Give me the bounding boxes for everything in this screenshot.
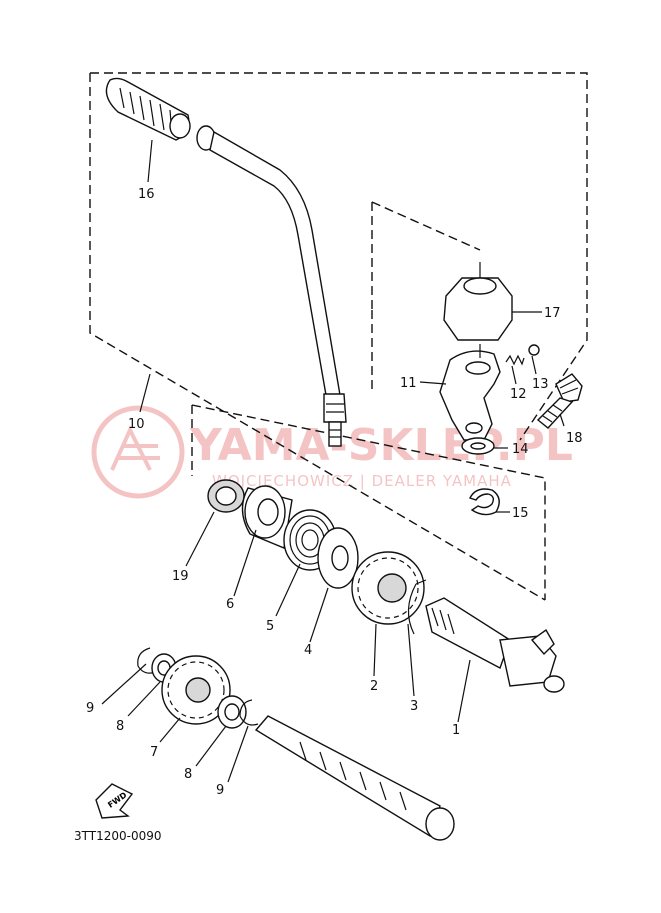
part-2-kick-gear — [351, 551, 425, 625]
part-9-circlip-left — [137, 647, 157, 674]
part-9-circlip-right — [239, 699, 259, 726]
label-19: 19 — [172, 569, 189, 584]
diagram-code: 3TT1200-0090 — [74, 829, 162, 843]
label-7: 7 — [150, 745, 158, 760]
part-18-bolt — [536, 373, 583, 429]
label-4: 4 — [304, 643, 312, 658]
part-12-spring — [505, 354, 525, 366]
part-1-kick-shaft — [425, 597, 565, 693]
part-3-clip — [407, 579, 427, 635]
label-9-left: 9 — [86, 701, 94, 716]
part-10-kick-lever — [196, 125, 347, 447]
group-outline-kick-lever — [89, 72, 588, 601]
watermark-tagline: WOJCIECHOWICZ | DEALER YAMAHA — [212, 472, 512, 490]
part-7-gear — [161, 655, 231, 725]
label-3: 3 — [410, 699, 418, 714]
label-13: 13 — [532, 377, 549, 392]
part-6-spring-guide — [241, 485, 293, 549]
label-1: 1 — [452, 723, 460, 738]
part-15-circlip — [469, 488, 500, 516]
part-17-boot — [443, 277, 513, 341]
part-13-ball — [528, 344, 540, 356]
label-5: 5 — [266, 619, 274, 634]
label-12: 12 — [510, 387, 527, 402]
label-16: 16 — [138, 187, 155, 202]
label-9-right: 9 — [216, 783, 224, 798]
part-8-washer-right — [217, 695, 247, 729]
part-11-crank — [439, 350, 501, 441]
group-outline-shaft — [191, 404, 546, 600]
label-14: 14 — [512, 442, 529, 457]
part-16-grip — [105, 77, 191, 141]
leader-lines — [101, 139, 565, 783]
part-19-bushing — [207, 479, 245, 513]
label-18: 18 — [566, 431, 583, 446]
part-14-washer — [461, 437, 495, 455]
label-10: 10 — [128, 417, 145, 432]
label-6: 6 — [226, 597, 234, 612]
fwd-arrow-icon: FWD — [95, 783, 134, 819]
label-8-left: 8 — [116, 719, 124, 734]
main-axle — [254, 715, 455, 841]
group-outline-crank — [371, 201, 481, 390]
label-8-right: 8 — [184, 767, 192, 782]
part-4-washer — [317, 527, 359, 589]
watermark-logo-icon — [91, 405, 185, 499]
part-labels: 16 17 11 12 13 18 10 14 15 19 6 5 4 2 3 … — [86, 187, 583, 798]
label-2: 2 — [370, 679, 378, 694]
label-11: 11 — [400, 376, 417, 391]
label-17: 17 — [544, 306, 561, 321]
label-15: 15 — [512, 506, 529, 521]
